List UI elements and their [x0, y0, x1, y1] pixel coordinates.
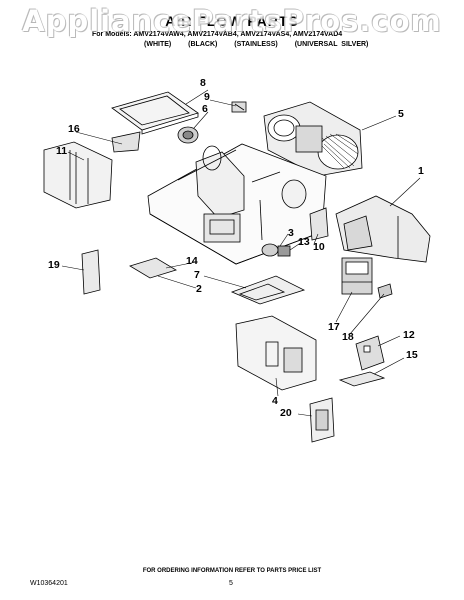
callout-10: 10	[313, 241, 325, 253]
callout-19: 19	[48, 259, 60, 271]
callout-20: 20	[280, 407, 292, 419]
part-1-duct-drawing	[335, 195, 431, 263]
page-title: AIR FLOW PARTS	[165, 13, 299, 29]
part-8-grille-drawing	[111, 91, 199, 135]
callout-6: 6	[202, 103, 208, 115]
finish-black: (BLACK)	[188, 41, 218, 48]
page-number: 5	[229, 580, 233, 587]
part-10-drawing	[309, 207, 329, 241]
callout-3: 3	[288, 227, 294, 239]
callout-2: 2	[196, 283, 202, 295]
callout-12: 12	[403, 329, 415, 341]
callout-11: 11	[56, 145, 68, 157]
part-4-panel-drawing	[235, 315, 317, 391]
part-19-drawing	[81, 249, 101, 295]
callout-8: 8	[200, 77, 206, 89]
part-12-board-drawing	[355, 335, 385, 371]
callout-9: 9	[204, 91, 210, 103]
part-3-13-drawing	[261, 243, 291, 257]
finish-white: (WHITE)	[144, 41, 172, 48]
part-9-drawing	[231, 101, 247, 113]
part-20-grille-drawing	[309, 397, 335, 443]
model-list: For Models: AMV2174VAW4, AMV2174VAB4, AM…	[92, 31, 343, 38]
part-18-drawing	[377, 283, 393, 299]
callout-17: 17	[328, 321, 340, 333]
callout-16: 16	[68, 123, 80, 135]
callout-7: 7	[194, 269, 200, 281]
ordering-note: FOR ORDERING INFORMATION REFER TO PARTS …	[142, 568, 322, 574]
callout-leaders	[61, 89, 421, 417]
part-11-drawing	[43, 141, 113, 209]
callout-4: 4	[272, 395, 278, 407]
chassis-drawing	[147, 143, 327, 265]
callout-14: 14	[186, 255, 198, 267]
callout-13: 13	[298, 236, 310, 248]
part-5-blower-drawing	[263, 101, 363, 177]
finish-universal-silver: (UNIVERSAL SILVER)	[294, 41, 369, 48]
document-number: W10364201	[30, 580, 68, 587]
callout-18: 18	[342, 331, 354, 343]
part-7-plate-drawing	[230, 275, 306, 305]
finish-stainless: (STAINLESS)	[234, 41, 278, 48]
part-15-drawing	[338, 371, 386, 387]
part-6-drawing	[177, 126, 199, 144]
callout-5: 5	[398, 108, 404, 120]
part-14-plate-drawing	[129, 257, 177, 279]
part-17-transformer-drawing	[341, 257, 373, 295]
finish-list: (WHITE) (BLACK) (STAINLESS) (UNIVERSAL S…	[144, 41, 381, 48]
callout-15: 15	[406, 349, 418, 361]
part-16-drawing	[111, 131, 141, 153]
callout-1: 1	[418, 165, 424, 177]
